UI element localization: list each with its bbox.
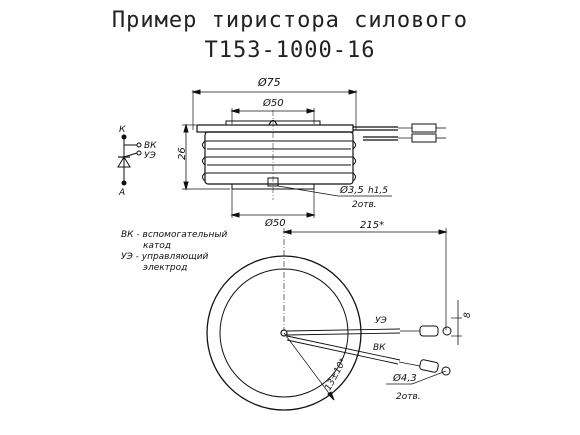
lug-eye [442,326,452,336]
symbol-label-a: А [118,188,125,198]
lead-terminal [411,123,437,133]
rib-edge-right [352,140,356,182]
symbol-gate [123,152,138,158]
title-line-2: T153-1000-16 [204,38,376,63]
arrow [348,89,358,95]
arrow [191,89,201,95]
label-terminal-hole-count: 2отв. [396,392,421,402]
lead-vk [286,335,401,361]
side-view [182,89,446,218]
terminal-vk-lug [419,359,439,373]
arrow [306,108,316,114]
terminal-vk [136,142,142,148]
legend-ue-line1: УЭ - управляющий [121,252,209,262]
bottom-hole [267,177,279,187]
legend-vk-line1: ВК - вспомогательный [121,230,228,240]
ceramic-body [204,131,354,185]
label-terminal-width: 8 [463,312,473,318]
symbol-label-vk: ВК [144,141,157,151]
label-outer-diameter: Ø75 [257,76,281,89]
dim-line-radius [283,332,335,401]
symbol-label-k: К [119,125,126,135]
lead-ue [286,328,401,332]
flange [196,124,354,133]
arrow [230,212,240,218]
label-hole: Ø3,5 [339,184,364,196]
arrow [183,181,189,191]
thyristor-symbol [117,134,142,186]
arrow [327,391,335,401]
arrow [306,212,316,218]
arrow [438,229,448,235]
label-hole-depth: h1,5 [368,186,388,196]
lead-ue [286,332,401,336]
symbol-triangle [117,156,131,168]
lug-eye [441,366,451,376]
plan-view [206,228,462,411]
symbol-label-ue: УЭ [144,151,156,161]
label-radius: 13±10* [324,356,349,392]
arrow [282,229,292,235]
hole-leader [411,370,447,385]
label-hole-count: 2отв. [352,200,377,210]
label-lead-ue: УЭ [375,316,387,326]
lead-terminal [411,133,437,143]
label-lead-vk: ВК [373,343,386,353]
lead-vk [286,339,399,365]
title-line-1: Пример тиристора силового [111,8,469,33]
terminal-ue-lug [419,325,439,337]
bottom-contact [231,183,315,190]
label-top-diameter: Ø50 [262,97,284,109]
legend-vk-line2: катод [143,241,171,251]
top-stud [268,119,278,126]
hole-leader [277,185,339,197]
label-lead-length: 215* [360,220,384,231]
label-terminal-hole: Ø4,3 [392,372,417,384]
legend-ue-line2: электрод [143,263,187,273]
terminal-a [121,180,127,186]
label-bottom-diameter: Ø50 [264,217,286,229]
label-height: 26 [177,147,188,160]
centre-hole [280,329,288,337]
terminal-ue [136,150,142,156]
lead-vk-thin [398,361,421,367]
arrow [183,123,189,133]
arrow [230,108,240,114]
rib-edge-left [202,140,206,182]
